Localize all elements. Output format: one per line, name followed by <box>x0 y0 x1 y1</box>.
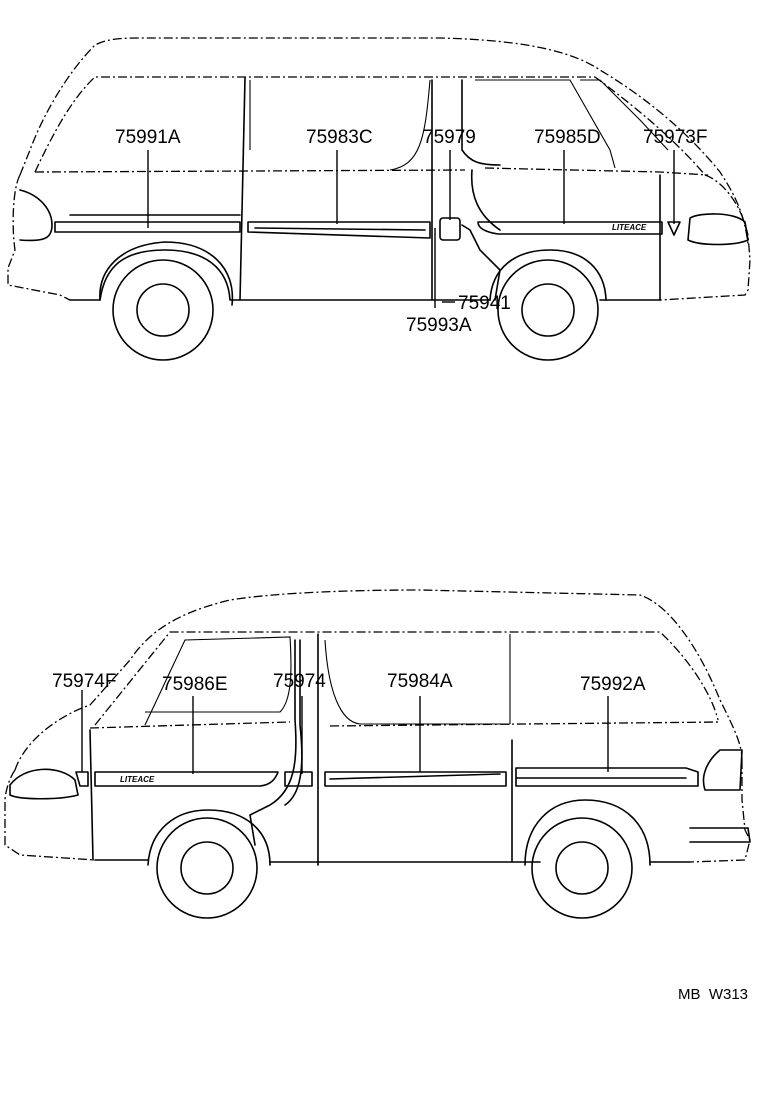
sliding-door-edge <box>249 639 303 846</box>
rear-lamp <box>702 749 743 791</box>
fuel-lid <box>439 217 461 241</box>
mirror-mark-75974F <box>75 771 89 787</box>
label-75941: 75941 <box>458 293 511 314</box>
label-75979: 75979 <box>423 127 476 148</box>
roof-inner-line <box>34 76 706 176</box>
label-75974: 75974 <box>273 671 326 692</box>
moulding-75974 <box>284 771 313 787</box>
front-wheel <box>497 259 599 361</box>
van-right-side-view: LITEACE 75991A 75983C 75979 75985D 75973… <box>7 37 751 361</box>
front-wheel <box>156 817 258 919</box>
label-75974F: 75974F <box>52 671 116 692</box>
rear-hub <box>555 841 609 895</box>
label-75992A: 75992A <box>580 674 646 695</box>
sliding-window <box>475 79 616 169</box>
rear-lamp <box>19 189 53 242</box>
liteace-badge-right: LITEACE <box>612 223 647 232</box>
front-door-edge <box>470 169 661 301</box>
a-pillar <box>89 729 94 861</box>
part-75941 <box>461 224 501 301</box>
front-hub <box>521 283 575 337</box>
front-window <box>580 79 669 151</box>
rear-bumper <box>689 827 751 843</box>
label-75984A: 75984A <box>387 671 453 692</box>
front-outline <box>4 769 96 861</box>
label-75986E: 75986E <box>162 674 228 695</box>
moulding-75986E <box>94 771 279 787</box>
front-lamp <box>687 213 749 246</box>
b-pillar <box>317 633 513 866</box>
front-lamp <box>9 768 79 800</box>
front-window <box>144 636 292 726</box>
roof-outline <box>19 37 749 246</box>
label-75991A: 75991A <box>115 127 181 148</box>
rear-wheel <box>531 817 633 919</box>
moulding-75991A <box>54 214 241 233</box>
quarter-window <box>324 634 511 725</box>
liteace-badge-left: LITEACE <box>120 775 155 784</box>
rear-hub <box>136 283 190 337</box>
moulding-75992A <box>515 767 699 787</box>
label-75973F: 75973F <box>643 127 707 148</box>
belt-line <box>89 721 721 729</box>
front-wheel-arch <box>489 249 607 301</box>
b-pillar <box>239 77 501 301</box>
front-wheel-arch <box>147 809 271 866</box>
front-hub <box>180 841 234 895</box>
front-outline <box>659 174 751 301</box>
lower-body <box>69 249 661 301</box>
label-75993A: 75993A <box>406 315 472 336</box>
label-75983C: 75983C <box>306 127 373 148</box>
moulding-75984A <box>324 771 507 787</box>
lower-body <box>94 859 691 863</box>
drawing-code: MB W313 <box>678 986 748 1003</box>
moulding-75983C <box>247 221 431 239</box>
rear-wheel-arch <box>524 799 651 866</box>
roof-inner-line <box>94 631 719 726</box>
moulding-75985D <box>477 221 663 235</box>
rear-wheel <box>112 259 214 361</box>
roof-outline <box>14 589 743 771</box>
belt-line <box>34 167 709 176</box>
van-left-side-view: LITEACE 75974F 75986E 75974 75984A 75992… <box>4 589 751 919</box>
quarter-window <box>249 79 431 171</box>
rear-outline <box>7 174 71 301</box>
label-75985D: 75985D <box>534 127 601 148</box>
rear-outline <box>689 760 751 863</box>
rear-wheel-arch <box>99 241 234 306</box>
